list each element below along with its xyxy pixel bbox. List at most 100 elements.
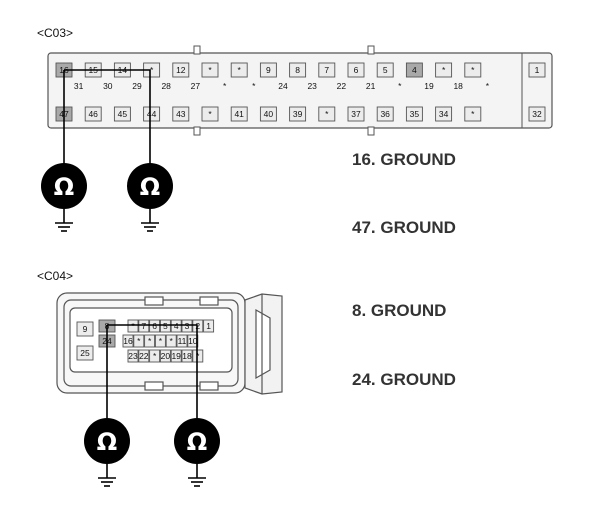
pin-label: * <box>252 81 256 91</box>
pin: 23 <box>127 349 139 363</box>
pin-label: 34 <box>439 109 449 119</box>
pin-label: 21 <box>366 81 376 91</box>
pin: 32 <box>528 106 546 122</box>
ground-icon <box>97 463 117 487</box>
pin-label: * <box>398 81 402 91</box>
pin-label: * <box>153 351 157 361</box>
pin-label: 18 <box>182 351 192 361</box>
pin: * <box>201 62 219 78</box>
pin-label: 22 <box>139 351 149 361</box>
pin-label: 3 <box>185 321 190 331</box>
pin-label: * <box>131 321 135 331</box>
pin-label: 18 <box>453 81 463 91</box>
pin-label: * <box>170 336 174 346</box>
pin-label: 19 <box>171 351 181 361</box>
pin-label: 23 <box>128 351 138 361</box>
pin-label: 16 <box>123 336 133 346</box>
pin-label: 1 <box>535 65 540 75</box>
pin: 7 <box>318 62 336 78</box>
c03-probe-wires <box>63 69 151 165</box>
pin-label: * <box>325 109 329 119</box>
pin-label: * <box>223 81 227 91</box>
pin-label: 40 <box>264 109 274 119</box>
pin-label: 25 <box>80 348 90 358</box>
pin-label: 30 <box>103 81 113 91</box>
c03-wire-pin16 <box>64 69 151 165</box>
label-24-ground: 24. GROUND <box>352 370 456 389</box>
pin: * <box>318 106 336 122</box>
pin: * <box>133 334 145 348</box>
pin: * <box>464 106 482 122</box>
pin: 9 <box>76 321 94 337</box>
pin: 19 <box>170 349 182 363</box>
pin: 34 <box>435 106 453 122</box>
ground-icon <box>140 208 160 232</box>
ohm-symbol: Ω <box>54 173 74 201</box>
pin: * <box>127 319 139 333</box>
c04-title: <C04> <box>37 269 73 283</box>
pin: * <box>201 106 219 122</box>
pin-label: * <box>208 109 212 119</box>
pin: * <box>435 62 453 78</box>
label-8-ground: 8. GROUND <box>352 301 446 320</box>
c04-probe-wires <box>106 324 198 418</box>
pin-label: 6 <box>354 65 359 75</box>
pin: * <box>230 62 248 78</box>
pin: * <box>144 334 156 348</box>
pin: 5 <box>376 62 394 78</box>
pin: 43 <box>172 106 190 122</box>
pin: 40 <box>259 106 277 122</box>
pin: 35 <box>405 106 423 122</box>
pin-label: 7 <box>141 321 146 331</box>
pin-label: 41 <box>234 109 244 119</box>
ohm-symbol: Ω <box>97 428 117 456</box>
pin: 46 <box>84 106 102 122</box>
pin-label: 35 <box>410 109 420 119</box>
pin: 36 <box>376 106 394 122</box>
pin-label: 39 <box>293 109 303 119</box>
pin-label: * <box>208 65 212 75</box>
pin: 18 <box>181 349 193 363</box>
pin: 8 <box>289 62 307 78</box>
pin-label: 2 <box>195 321 200 331</box>
pin-label: * <box>159 336 163 346</box>
pin-label: 9 <box>266 65 271 75</box>
pin-label: 22 <box>337 81 347 91</box>
pin-label: 7 <box>324 65 329 75</box>
pin: 37 <box>347 106 365 122</box>
pin: * <box>143 62 161 78</box>
pin-label: 46 <box>88 109 98 119</box>
pin: 3 <box>181 319 193 333</box>
pin-label: 36 <box>380 109 390 119</box>
pin: * <box>149 349 161 363</box>
pin-label: 37 <box>351 109 361 119</box>
pin-label: 29 <box>132 81 142 91</box>
pin-label: * <box>148 336 152 346</box>
pin-label: * <box>150 65 154 75</box>
pin-label: * <box>486 81 490 91</box>
pin-label: 10 <box>188 336 198 346</box>
pin-label: 20 <box>161 351 171 361</box>
pin-label: 31 <box>74 81 84 91</box>
pin-label: 4 <box>174 321 179 331</box>
pin-label: 24 <box>278 81 288 91</box>
pin-label: 19 <box>424 81 434 91</box>
pin: 6 <box>149 319 161 333</box>
pin-label: 5 <box>383 65 388 75</box>
pin: 5 <box>159 319 171 333</box>
pin-label: * <box>137 336 141 346</box>
pin: 44 <box>143 106 161 122</box>
pin: 12 <box>172 62 190 78</box>
pin: 1 <box>528 62 546 78</box>
c03-meter-left: Ω <box>41 163 87 232</box>
pin-label: 9 <box>83 324 88 334</box>
pin: 25 <box>76 345 94 361</box>
pin: 41 <box>230 106 248 122</box>
pin-label: * <box>238 65 242 75</box>
pin: * <box>165 334 177 348</box>
ohm-symbol: Ω <box>140 173 160 201</box>
pin: 22 <box>138 349 150 363</box>
pin-label: 45 <box>118 109 128 119</box>
pin: 9 <box>259 62 277 78</box>
